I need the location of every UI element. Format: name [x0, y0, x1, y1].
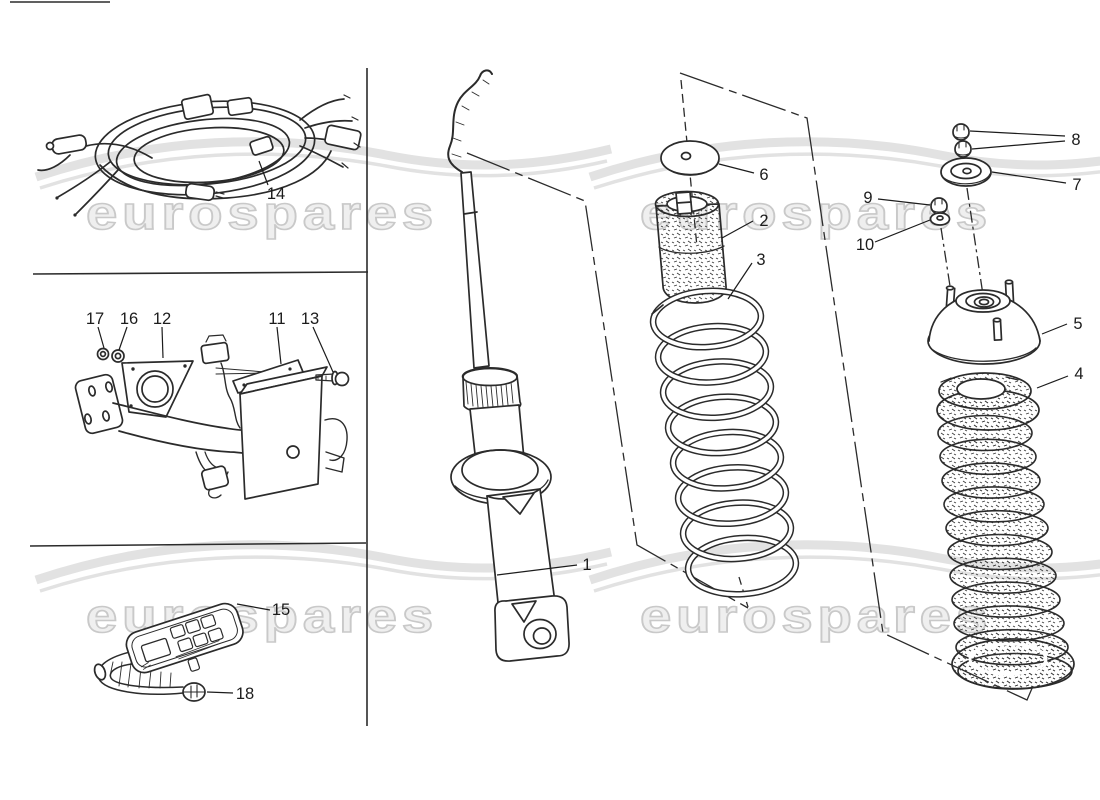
section-dividers [10, 1, 369, 726]
part-leader-2 [721, 220, 754, 239]
watermark-text: eurospares [86, 589, 438, 642]
part-label-11: 11 [268, 310, 285, 328]
part-leader-6 [718, 163, 755, 174]
watermark-text: eurospares [86, 186, 438, 239]
part-leader-12 [161, 326, 164, 359]
part-leader-8 [971, 140, 1066, 150]
part-leader-9 [877, 198, 931, 206]
part-leader-11 [276, 326, 282, 365]
part-label-13: 13 [301, 310, 319, 328]
line-art-layer [37, 69, 1075, 702]
mount-hardware-drawing [929, 123, 992, 226]
part-label-18: 18 [236, 685, 254, 703]
watermark-text: eurospares [640, 589, 992, 642]
strut-mount-drawing [927, 279, 1041, 365]
wiring-harness-drawing [37, 93, 362, 217]
part-leader-13 [312, 326, 334, 373]
part-leader-15 [236, 603, 271, 611]
part-label-12: 12 [153, 310, 171, 328]
remote-control-drawing [93, 602, 244, 702]
part-label-16: 16 [120, 310, 138, 328]
part-leader-17 [97, 326, 105, 349]
dust-boot-drawing [936, 372, 1075, 690]
bump-stop-drawing [654, 190, 727, 304]
part-leader-3 [727, 262, 753, 300]
part-leader-16 [118, 326, 128, 351]
part-leader-7 [991, 171, 1067, 184]
part-leader-8 [969, 130, 1066, 137]
part-label-3: 3 [756, 251, 765, 269]
part-leader-5 [1041, 323, 1068, 335]
shock-absorber-drawing [447, 69, 570, 662]
part-label-1: 1 [582, 556, 591, 574]
part-leader-14 [258, 160, 269, 186]
part-leader-1 [496, 564, 578, 576]
upper-washer-drawing [660, 140, 720, 176]
part-label-5: 5 [1073, 315, 1082, 333]
part-label-15: 15 [272, 601, 290, 619]
coil-spring-drawing [649, 287, 800, 598]
part-label-14: 14 [267, 185, 285, 203]
part-label-10: 10 [856, 236, 874, 254]
part-label-6: 6 [759, 166, 768, 184]
bracket-ecu-drawing [74, 334, 350, 500]
part-label-4: 4 [1074, 365, 1083, 383]
part-label-9: 9 [863, 189, 872, 207]
spring-end-tip [651, 304, 664, 315]
part-leader-4 [1036, 375, 1069, 389]
part-leader-10 [874, 219, 931, 243]
part-label-2: 2 [759, 212, 768, 230]
part-label-7: 7 [1072, 176, 1081, 194]
part-leader-18 [206, 691, 234, 694]
part-label-8: 8 [1071, 131, 1080, 149]
part-label-17: 17 [86, 310, 104, 328]
